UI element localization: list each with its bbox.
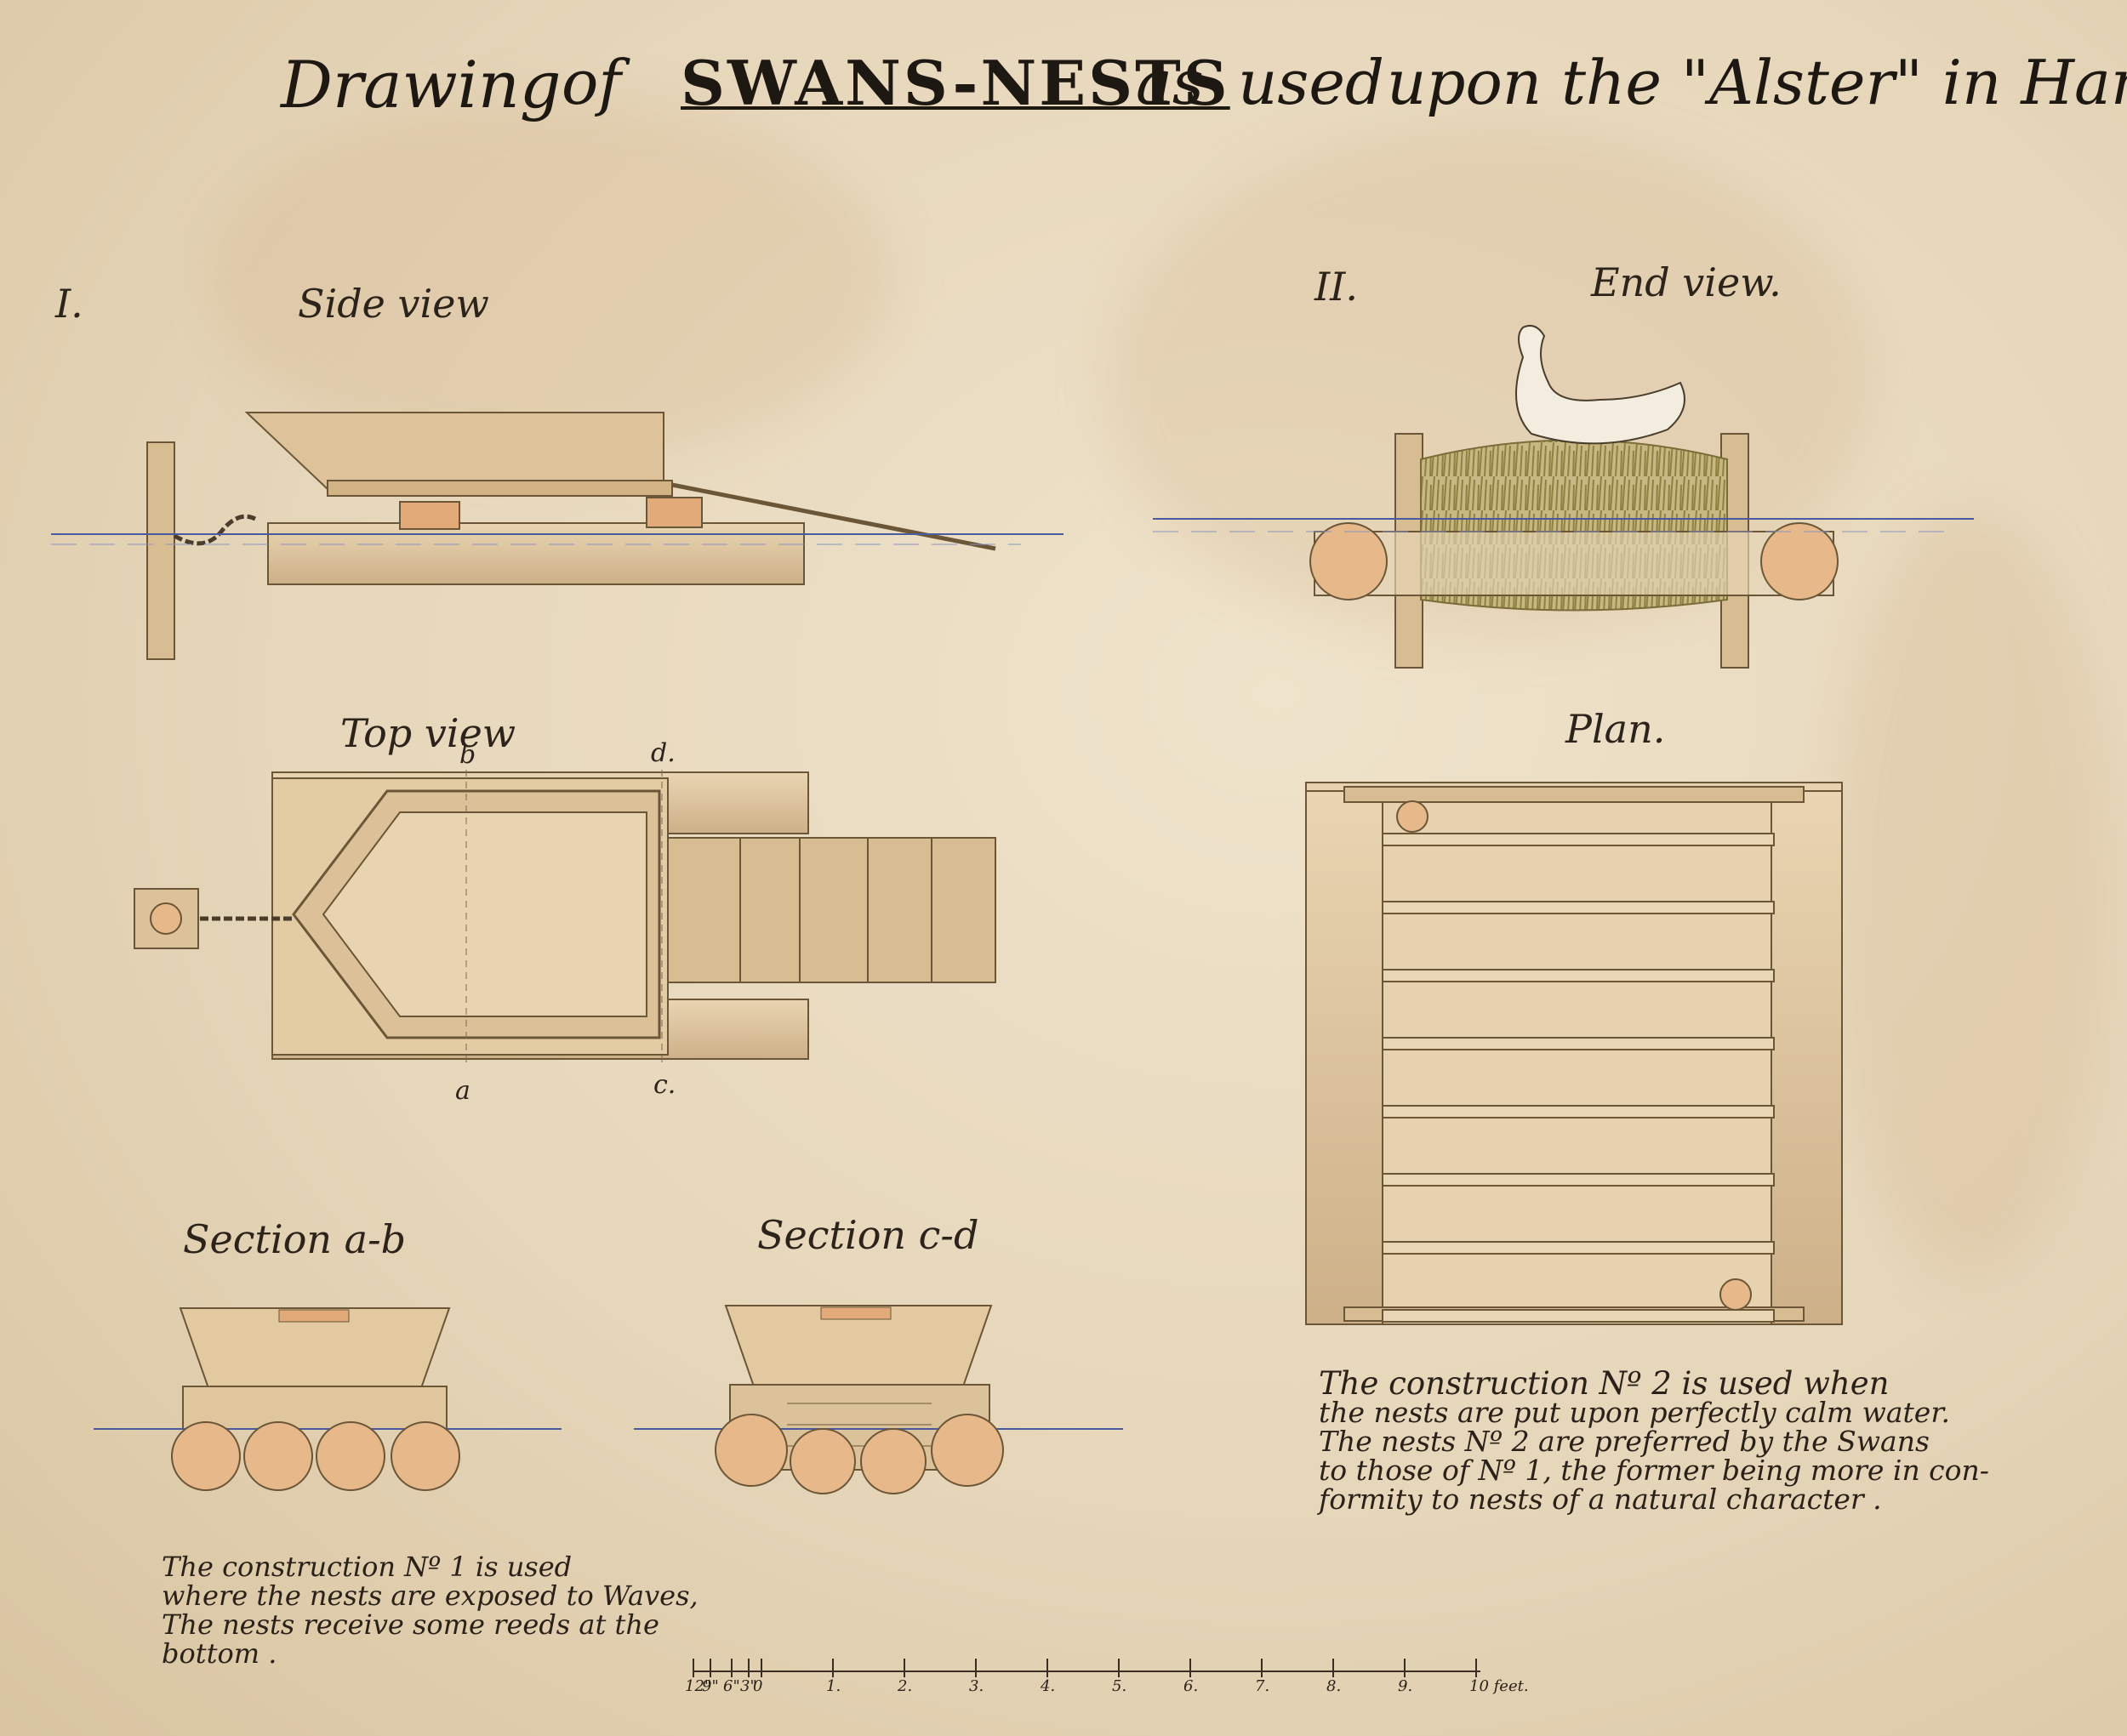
plan-slat [1382,1241,1775,1255]
plan-drawing [1305,782,1843,1325]
log-end [860,1428,927,1494]
floating-log [267,522,805,585]
scale-label: 12" [685,1677,712,1695]
log-end [1396,800,1428,833]
plan-slat [1382,1105,1775,1118]
scale-label: 0 [753,1677,763,1695]
note-line: where the nests are exposed to Waves, [162,1579,699,1612]
scale-label: 10 feet. [1469,1677,1529,1695]
access-ramp [667,837,996,983]
log-end [316,1421,385,1491]
log-end [171,1421,241,1491]
paper-stain [213,102,893,459]
anchor-post-end [150,902,182,935]
nest-box-base [327,480,673,497]
mark-a: a [455,1076,470,1106]
mooring-post [146,441,175,660]
access-ramp [671,482,996,551]
note-line: to those of Nº 1, the former being more … [1319,1454,1989,1487]
plan-log [1771,790,1843,1325]
section-ab-label: Section a-b [183,1216,407,1262]
scale-label: 1. [826,1677,841,1695]
note-line: The construction Nº 1 is used [162,1551,573,1583]
log-end [931,1414,1004,1487]
end-view-drawing [1153,325,1974,669]
plan-slat [1382,1037,1775,1050]
note-line: The nests receive some reeds at the [162,1608,659,1641]
plan-slat [1382,901,1775,914]
plan-outline [1305,782,1843,1325]
log-end [1760,522,1839,600]
scale-bar [693,1659,1480,1677]
mooring-chain [173,514,257,546]
plan-crossbeam [1343,786,1805,803]
log-end [715,1414,788,1487]
note-construction-2: The construction Nº 2 is used when the n… [1319,1365,1989,1516]
mark-b: b [459,740,476,770]
section-ab-drawing [94,1307,562,1491]
title-word: upon the "Alster" in Hamburg [1387,47,2127,118]
swan [1515,325,1685,445]
note-line: the nests are put upon perfectly calm wa… [1319,1396,1950,1429]
note-line: The nests Nº 2 are preferred by the Swan… [1319,1425,1930,1458]
support-block [399,501,460,530]
plan-slat [1382,1309,1775,1323]
drawing-title: Drawing of SWANS-NESTS as used upon the … [281,47,2127,149]
note-line: bottom . [162,1637,277,1670]
plan-slat [1382,833,1775,846]
scale-label: 9" [702,1677,719,1695]
scale-label: 8. [1326,1677,1342,1695]
section-cd-drawing [634,1305,1123,1494]
log-end [1309,522,1388,600]
scale-label: 2. [898,1677,913,1695]
scale-label: 9. [1398,1677,1413,1695]
scale-label: 3. [969,1677,984,1695]
support-block [646,497,703,528]
title-word: Drawing [281,47,562,122]
scale-label: 6. [1183,1677,1199,1695]
support-block [278,1309,350,1323]
side-view-label: Side view [298,281,489,327]
section-number-1: I. [55,281,83,327]
note-line: formity to nests of a natural character … [1319,1483,1882,1516]
support-block [820,1306,892,1320]
title-word: of [562,47,621,118]
scale-label: 6" [723,1677,740,1695]
log-end [391,1421,460,1491]
side-view-drawing [51,412,1064,660]
plan-log [1305,790,1383,1325]
title-subject: SWANS-NESTS [681,47,1230,119]
log-end [790,1428,856,1494]
mark-d: d. [651,738,676,768]
nest-box [244,412,664,490]
note-line: The construction Nº 2 is used when [1319,1365,1890,1402]
section-cd-label: Section c-d [757,1212,979,1258]
section-number-2: II. [1314,264,1358,310]
scale-label: 3" [740,1677,757,1695]
scale-label: 5. [1112,1677,1127,1695]
mark-c: c. [653,1070,676,1100]
section-deck [182,1386,448,1430]
plan-slat [1382,1173,1775,1187]
scale-label: 4. [1041,1677,1056,1695]
scale-label: 7. [1255,1677,1270,1695]
end-view-label: End view. [1591,259,1782,305]
end-frame [1314,531,1834,596]
plan-slat [1382,969,1775,982]
top-view-drawing [134,770,996,1067]
note-construction-1: The construction Nº 1 is used where the … [162,1552,699,1668]
title-word: used [1238,47,1385,118]
log-end [1719,1278,1752,1311]
top-view-label: Top view [340,710,516,756]
nest-bow-inner [322,811,647,1017]
title-word: as [1136,47,1204,118]
log-end [243,1421,313,1491]
plan-slats [1382,833,1775,1323]
paper-stain [1829,510,2110,1276]
plan-label: Plan. [1565,706,1666,752]
